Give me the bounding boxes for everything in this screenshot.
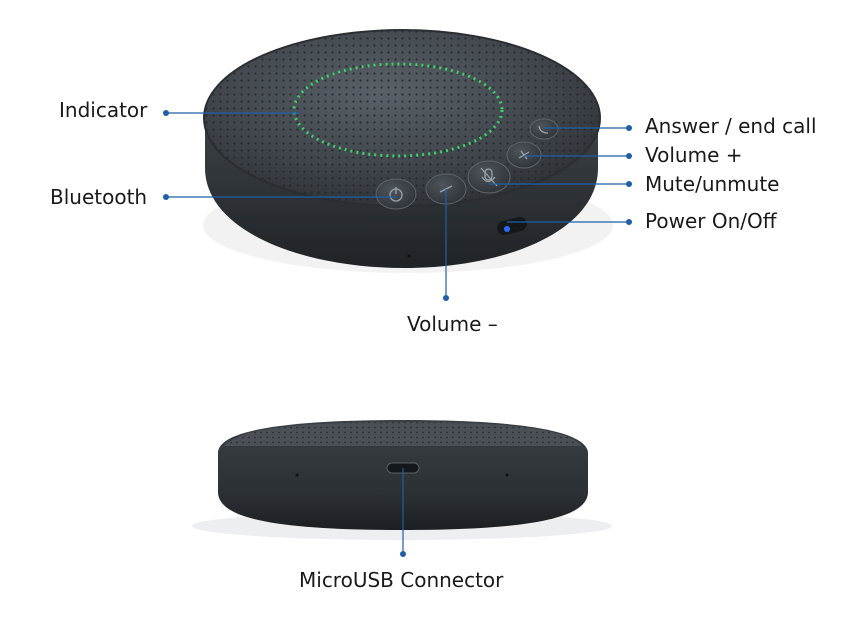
volume-minus-label: Volume – [407,312,498,336]
callouts [163,110,632,557]
microphone-hole-left [295,473,299,477]
callout-answer [544,125,632,131]
mute-button[interactable] [467,160,511,194]
microphone-hole-right [505,473,509,477]
mute-unmute-label: Mute/unmute [645,172,780,196]
indicator-led-ring [292,62,504,158]
volume-plus-label: Volume + [645,143,743,167]
answer-call-button[interactable] [529,118,559,140]
volume-plus-button[interactable] [506,141,542,169]
speaker-side-view [192,420,612,540]
indicator-label: Indicator [59,98,148,122]
bluetooth-label: Bluetooth [50,185,148,209]
power-icon [389,187,403,202]
speaker-top-view [203,29,613,273]
answer-end-call-label: Answer / end call [645,114,817,138]
micro-usb-label: MicroUSB Connector [299,568,504,592]
bluetooth-button[interactable] [375,178,417,210]
microphone-hole [407,254,411,258]
callout-micro-usb [400,468,406,557]
power-label: Power On/Off [645,209,777,233]
callout-volume-plus [524,153,632,159]
plus-icon [518,150,530,160]
mic-mute-icon [480,167,498,187]
callout-indicator [163,110,300,116]
phone-icon [538,125,549,134]
callout-power [507,219,632,225]
callout-bluetooth [163,194,396,200]
callout-mute [489,181,632,187]
callout-volume-minus [443,189,449,301]
